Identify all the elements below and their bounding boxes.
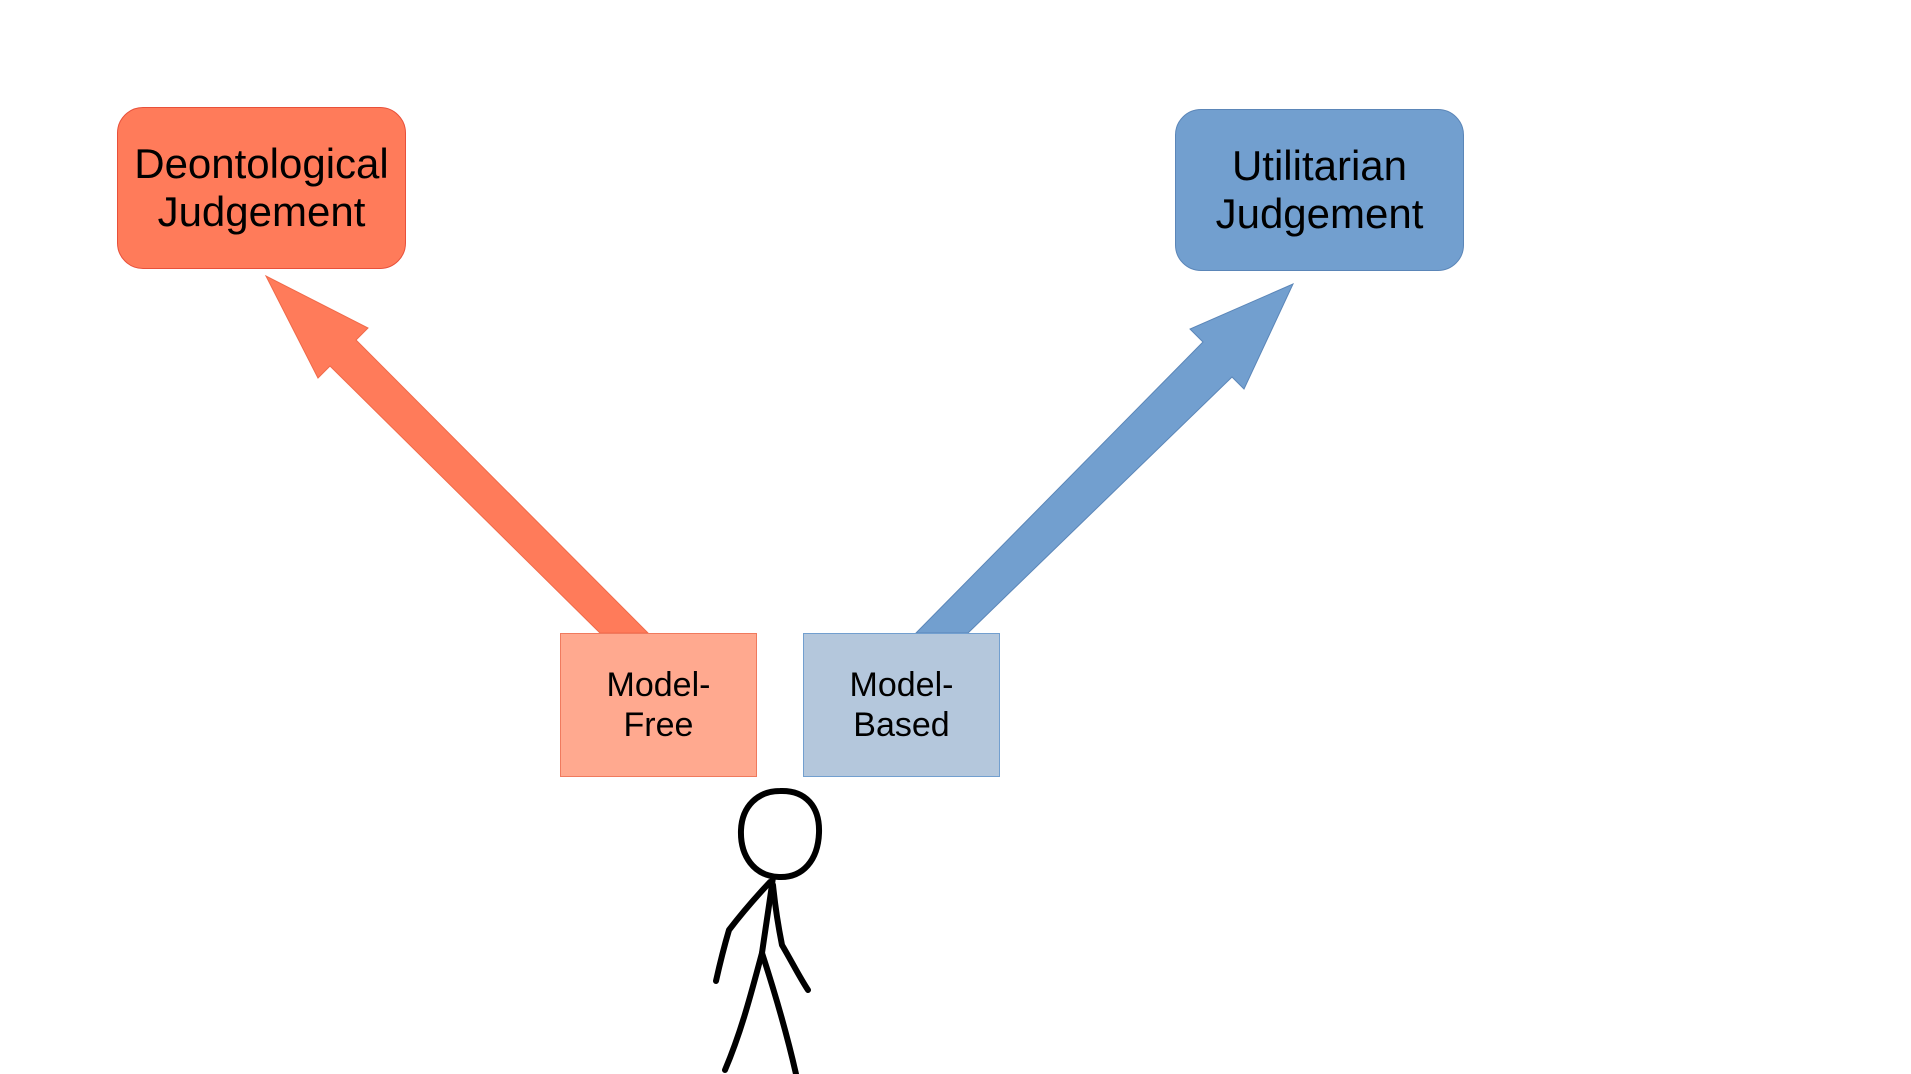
model-based-box: Model- Based — [803, 633, 1000, 777]
stick-figure-left-arm — [713, 879, 773, 984]
arrow-model-based-to-utilitarian — [914, 283, 1295, 634]
stick-figure-head — [737, 787, 823, 881]
utilitarian-judgement-box: Utilitarian Judgement — [1175, 109, 1464, 271]
stick-figure-left-leg — [722, 950, 765, 1073]
model-based-label: Model- Based — [849, 666, 954, 744]
deontological-judgement-box: Deontological Judgement — [117, 107, 406, 269]
arrow-model-free-to-deontological — [264, 274, 650, 634]
deontological-judgement-label: Deontological Judgement — [134, 140, 389, 235]
stick-figure-right-leg — [759, 950, 799, 1074]
utilitarian-judgement-label: Utilitarian Judgement — [1215, 142, 1424, 237]
model-free-box: Model- Free — [560, 633, 757, 777]
model-free-label: Model- Free — [606, 666, 711, 744]
stick-figure-right-arm — [770, 882, 811, 993]
